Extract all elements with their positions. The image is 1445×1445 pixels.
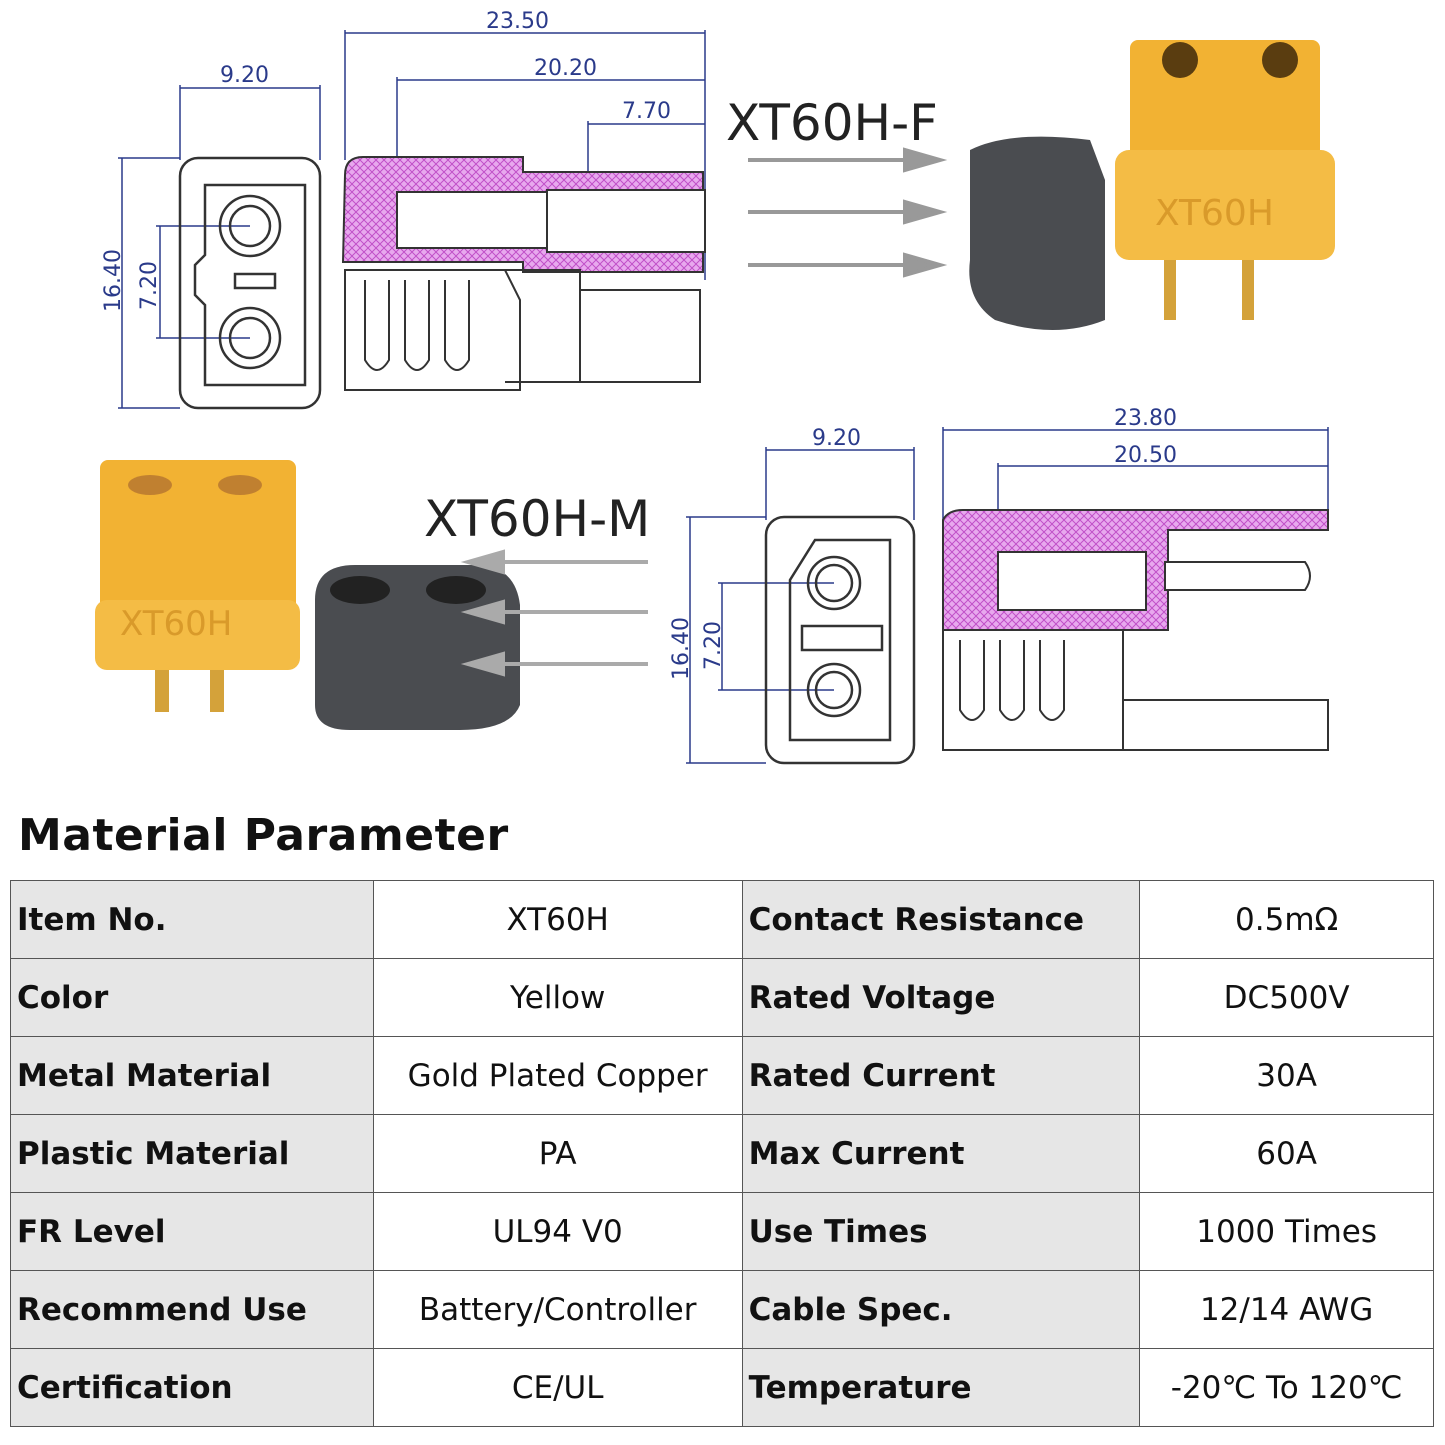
female-pin-pitch: 7.20	[137, 261, 162, 310]
parameter-label: Use Times	[741, 1192, 1141, 1271]
female-overall-length: 23.50	[486, 9, 549, 34]
female-arrows	[748, 147, 948, 278]
parameter-value: PA	[372, 1114, 743, 1193]
connector-diagram: 23.50 20.20 7.70 9.20 16.40 7.20 XT60H-F…	[95, 9, 1335, 765]
parameter-value: 30A	[1139, 1036, 1434, 1115]
parameter-label: Contact Resistance	[741, 880, 1141, 959]
male-overall-length: 23.80	[1114, 406, 1177, 431]
parameter-label: Metal Material	[10, 1036, 374, 1115]
parameter-value: -20℃ To 120℃	[1139, 1348, 1434, 1427]
parameter-label: Max Current	[741, 1114, 1141, 1193]
parameter-value: Battery/Controller	[372, 1270, 743, 1349]
female-pin-length: 7.70	[622, 99, 671, 124]
parameter-value: 1000 Times	[1139, 1192, 1434, 1271]
male-side-section	[942, 509, 1329, 751]
parameter-value: XT60H	[372, 880, 743, 959]
female-housing-marking: XT60H	[1155, 193, 1274, 234]
female-front-view	[178, 156, 322, 410]
female-connector-photo: XT60H	[969, 40, 1335, 330]
parameter-label: Rated Current	[741, 1036, 1141, 1115]
parameter-value: Gold Plated Copper	[372, 1036, 743, 1115]
male-pin-pitch: 7.20	[701, 621, 726, 670]
parameter-value: DC500V	[1139, 958, 1434, 1037]
male-front-view	[764, 515, 916, 765]
male-height: 16.40	[669, 617, 694, 680]
parameter-label: Temperature	[741, 1348, 1141, 1427]
male-connector-photo: XT60H	[95, 460, 520, 730]
parameter-label: Recommend Use	[10, 1270, 374, 1349]
male-model-label: XT60H-M	[424, 490, 650, 548]
parameter-label: Certification	[10, 1348, 374, 1427]
parameter-value: UL94 V0	[372, 1192, 743, 1271]
female-height: 16.40	[101, 249, 126, 312]
female-model-label: XT60H-F	[726, 94, 938, 152]
parameter-value: 60A	[1139, 1114, 1434, 1193]
female-width: 9.20	[220, 63, 269, 88]
parameter-label: Plastic Material	[10, 1114, 374, 1193]
male-body-length: 20.50	[1114, 443, 1177, 468]
parameter-label: FR Level	[10, 1192, 374, 1271]
male-arrows	[460, 549, 648, 677]
male-housing-marking: XT60H	[120, 604, 232, 644]
parameter-value: 12/14 AWG	[1139, 1270, 1434, 1349]
parameter-label: Color	[10, 958, 374, 1037]
parameter-label: Cable Spec.	[741, 1270, 1141, 1349]
female-body-length: 20.20	[534, 56, 597, 81]
female-side-section	[341, 156, 706, 391]
parameter-value: 0.5mΩ	[1139, 880, 1434, 959]
parameter-value: CE/UL	[372, 1348, 743, 1427]
parameter-label: Item No.	[10, 880, 374, 959]
male-width: 9.20	[812, 426, 861, 451]
parameter-value: Yellow	[372, 958, 743, 1037]
table-title: Material Parameter	[18, 810, 509, 861]
parameter-label: Rated Voltage	[741, 958, 1141, 1037]
